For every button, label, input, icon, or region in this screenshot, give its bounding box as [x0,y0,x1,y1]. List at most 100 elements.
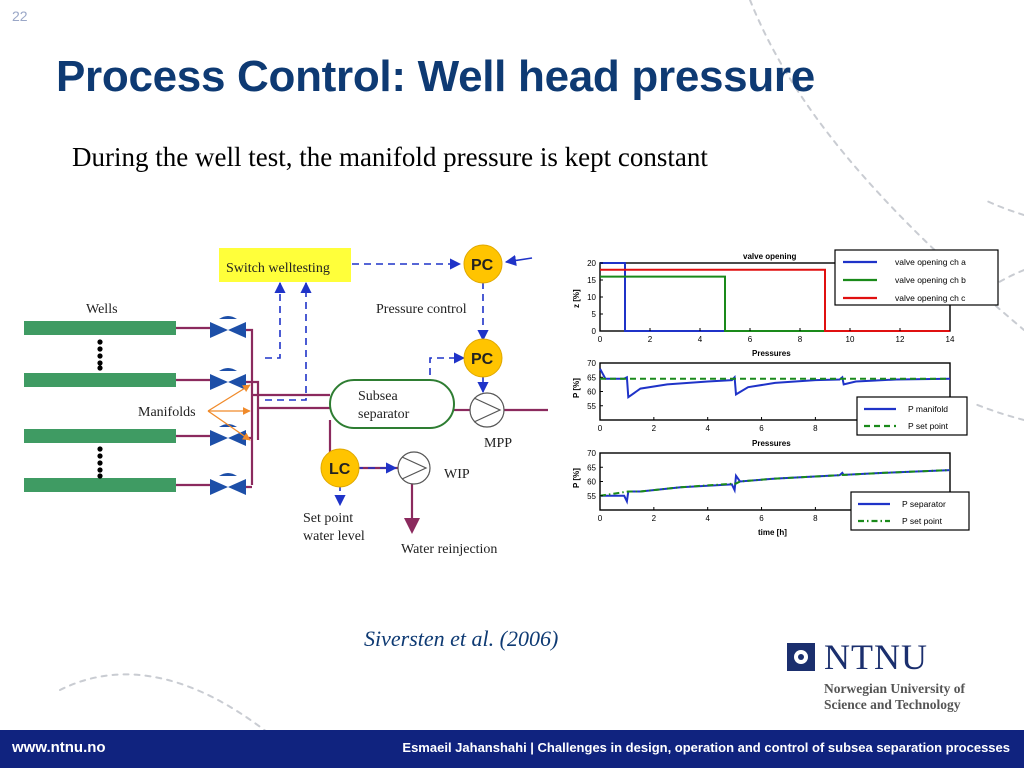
wip-label: WIP [444,467,470,482]
series-line-valve-opening-ch-c [600,268,950,332]
lc-label: LC [329,461,351,478]
pc-top-badge [463,244,503,284]
legend-label: P separator [902,499,946,509]
wells-label: Wells [86,302,118,317]
x-tick-label: 6 [748,335,753,344]
footer-url[interactable]: www.ntnu.no [12,739,106,756]
well-bar-3 [24,429,176,443]
y-tick-label: 60 [587,478,596,487]
x-tick-label: 4 [705,424,710,433]
x-tick-label: 6 [759,514,764,523]
y-tick-label: 55 [587,402,596,411]
logo-name: NTNU [824,637,928,677]
x-tick-label: 0 [598,514,603,523]
chart-pressure-separator: 0 2 4 6 8 55 60 65 70 P [%] time [h] P separator… [572,449,970,537]
valve-icon [210,424,246,446]
x-tick-label: 6 [759,424,764,433]
legend-box [856,396,968,436]
legend-label: valve opening ch a [895,257,966,267]
subsea-separator [329,379,455,429]
y-tick-label: 60 [587,388,596,397]
legend-label: valve opening ch b [895,275,966,285]
water-reinjection-arrow [404,518,420,534]
x-tick-label: 2 [652,424,657,433]
y-tick-label: 65 [587,463,596,472]
well-bar-1 [24,321,176,335]
switch-welltesting-label: Switch welltesting [226,261,330,276]
x-tick-label: 8 [813,424,818,433]
mpp-label: MPP [484,436,512,451]
x-tick-label: 0 [598,424,603,433]
chart-title: valve opening [743,252,796,261]
separator-label-line1: Subsea [358,389,398,404]
switch-welltesting-box [219,248,351,282]
legend-box [850,491,970,531]
y-tick-label: 70 [587,449,596,458]
manifold-pointers [207,384,251,441]
y-axis-label: P [%] [572,468,581,488]
valve-icon [210,368,246,390]
legend-label: P manifold [908,404,948,414]
chart-pressure-manifold: 0 2 4 6 8 55 60 65 70 P [%] Pressures P manifold… [572,359,968,448]
x-tick-label: 2 [648,335,653,344]
citation: Siversten et al. (2006) [364,626,559,651]
x-axis-label: Pressures [752,349,791,358]
legend-box [834,249,999,306]
footer-bar: www.ntnu.no Esmaeil Jahanshahi | Challen… [0,730,1024,768]
process-pipes [176,326,548,520]
water-reinjection-label: Water reinjection [401,542,497,557]
x-tick-label: 10 [846,335,855,344]
x-tick-label: 14 [946,335,955,344]
legend-label: valve opening ch c [895,293,966,303]
manifolds-label: Manifolds [138,405,196,420]
x-tick-label: 2 [652,514,657,523]
x-tick-label: 8 [798,335,803,344]
footer-text: Esmaeil Jahanshahi | Challenges in desig… [402,740,1010,755]
pressure-control-label: Pressure control [376,302,467,317]
y-tick-label: 0 [592,327,597,336]
plot-frame [599,452,951,511]
y-tick-label: 20 [587,259,596,268]
x-axis-label: Pressures [752,439,791,448]
mpp-pump-icon [469,392,505,428]
y-axis-label: P [%] [572,378,581,398]
lc-badge [320,448,360,488]
x-tick-label: 12 [896,335,905,344]
legend-label: P set point [902,516,943,526]
logo-subtitle-line1: Norwegian University of [824,681,965,696]
y-tick-label: 15 [587,276,596,285]
well-bar-2 [24,373,176,387]
pc-top-label: PC [471,257,494,274]
x-tick-label: 8 [813,514,818,523]
slide-subtitle: During the well test, the manifold press… [72,142,708,172]
slide-number: 22 [12,8,28,24]
pc-mid-label: PC [471,351,494,368]
y-tick-label: 10 [587,293,596,302]
signal-lines [265,258,489,507]
y-tick-label: 70 [587,359,596,368]
slide-title: Process Control: Well head pressure [56,52,815,101]
well-dots-icon [97,339,103,479]
setpoint-label-line2: water level [303,529,365,544]
series-line-p-separator [600,469,951,505]
x-axis-label: time [h] [758,528,787,537]
pc-mid-badge [463,338,503,378]
ntnu-logo-icon [787,643,815,671]
well-bar-4 [24,478,176,492]
series-line-p-manifold [599,368,951,400]
setpoint-label-line1: Set point [303,511,353,526]
wip-pump-icon [397,451,431,485]
process-diagram: Switch welltesting PC PC LC Subsea separ… [24,244,548,557]
y-tick-label: 5 [592,310,597,319]
y-tick-label: 65 [587,373,596,382]
y-axis-label: z [%] [572,289,581,308]
x-tick-label: 4 [705,514,710,523]
logo-subtitle-line2: Science and Technology [824,697,961,712]
legend-label: P set point [908,421,949,431]
valve-icon [210,316,246,338]
y-tick-label: 55 [587,492,596,501]
x-tick-label: 4 [698,335,703,344]
series-line-p-set-point [599,469,951,497]
